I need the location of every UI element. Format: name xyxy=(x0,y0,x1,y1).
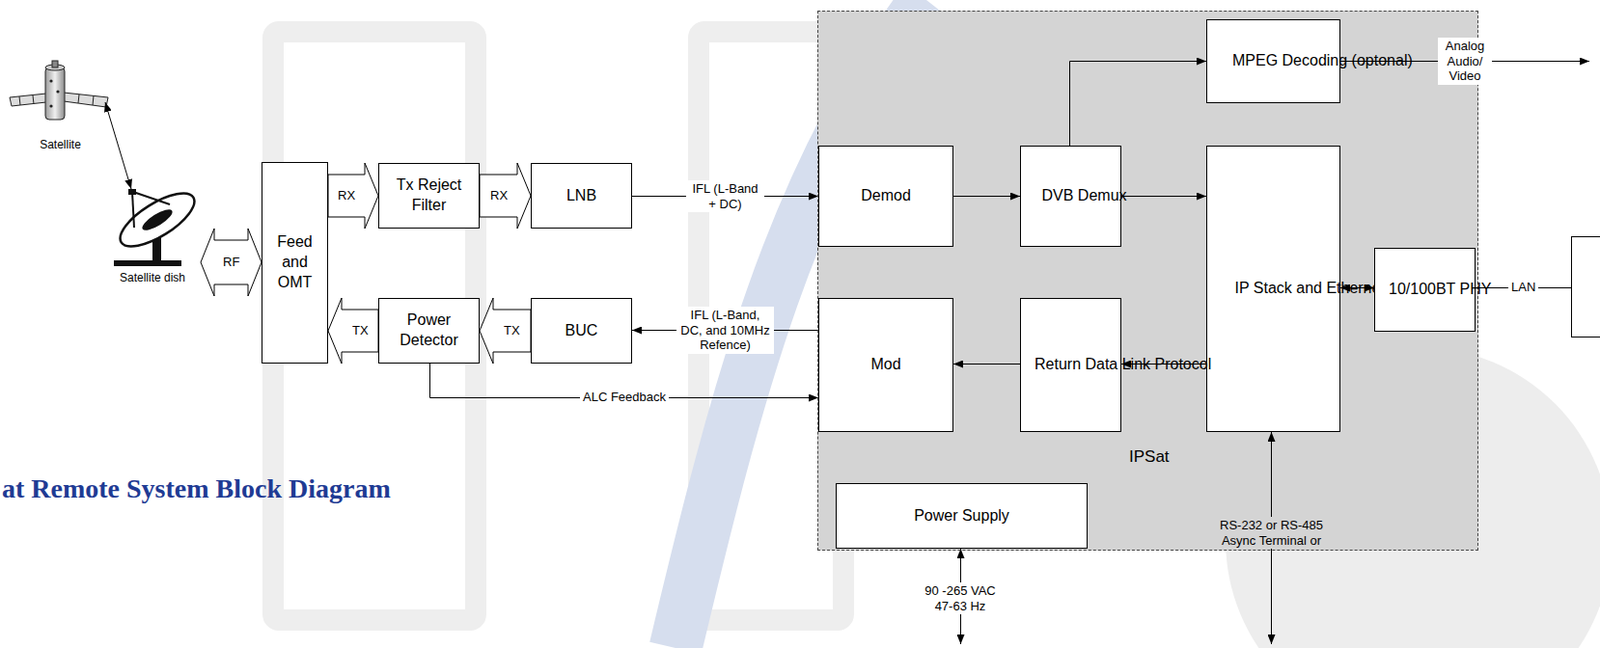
box-label: Return Data Link Protocol xyxy=(1034,355,1107,376)
process-box: LNB xyxy=(530,163,633,229)
connector xyxy=(953,363,1021,365)
box-label: Tx Reject Filter xyxy=(390,175,469,217)
illustration-node: Satellite dish xyxy=(104,185,201,286)
panel-rib xyxy=(92,95,94,106)
process-box: Power Detector xyxy=(378,298,480,364)
satellite-dot xyxy=(49,79,53,83)
block-arrow xyxy=(328,163,379,229)
icon-caption: Satellite dish xyxy=(119,272,186,286)
edge-label: RX xyxy=(487,187,511,205)
process-box: Return Data Link Protocol xyxy=(1020,298,1122,433)
external-wires xyxy=(961,61,1600,646)
connector xyxy=(105,102,132,190)
satellite-illustration xyxy=(9,60,109,120)
connector xyxy=(1070,61,1208,147)
process-box: IP Stack and Ethernet Controller xyxy=(1206,145,1341,433)
edge-label: TX xyxy=(349,322,372,340)
process-box: Power Supply xyxy=(835,483,1088,550)
icon-caption: Satellite xyxy=(39,138,82,153)
box-label: MPEG Decoding (optonal) xyxy=(1232,51,1315,72)
satellite-dot xyxy=(55,89,59,93)
signal-label: 90 -265 VAC 47-63 Hz xyxy=(918,582,1002,615)
edge-label: TX xyxy=(500,322,524,340)
box-label: BUC xyxy=(565,321,599,342)
block-arrow xyxy=(328,298,379,364)
process-box: Mod xyxy=(818,298,954,433)
block-arrow xyxy=(200,228,262,297)
feed-arm xyxy=(133,192,170,205)
solar-panel xyxy=(9,93,47,107)
process-box: MPEG Decoding (optonal) xyxy=(1206,19,1341,104)
panel-rib xyxy=(19,96,21,106)
connector xyxy=(1121,363,1207,365)
satellite-antenna xyxy=(52,60,58,68)
satellite-dot xyxy=(49,104,53,108)
dish-center xyxy=(139,205,176,234)
process-box: 10/100BT PHY xyxy=(1374,248,1476,332)
connector xyxy=(953,195,1021,197)
feed-arm xyxy=(132,192,135,228)
box-label: IP Stack and Ethernet Controller xyxy=(1235,278,1313,300)
process-box: Tx Reject Filter xyxy=(378,163,480,229)
dish-feed xyxy=(128,189,137,195)
block-arrow xyxy=(479,298,531,364)
process-box: DVB Demux xyxy=(1020,145,1122,248)
edge-label: RX xyxy=(334,187,359,205)
dish-reflector xyxy=(112,183,203,256)
box-label: 10/100BT PHY xyxy=(1388,279,1462,301)
box-label: Power Supply xyxy=(913,506,1010,527)
process-box: BUC xyxy=(530,298,633,364)
illustration-node: Satellite xyxy=(9,59,111,153)
connector xyxy=(1121,195,1207,197)
process-box: Demod xyxy=(818,145,954,248)
box-label: Feed and OMT xyxy=(273,232,318,293)
edge-label: ALC Feedback xyxy=(579,388,669,407)
box-label: Mod xyxy=(870,355,901,376)
dish-base xyxy=(113,260,182,267)
signal-label: Analog Audio/ Video xyxy=(1437,37,1492,85)
panel-rib xyxy=(32,95,34,105)
box-label: Power Detector xyxy=(390,310,469,352)
signal-label: LAN xyxy=(1508,278,1539,297)
panel-rib xyxy=(78,94,80,104)
system-region: IPSat MPEG Decoding (optonal) Demod DVB Dem… xyxy=(817,10,1479,552)
satellite-body xyxy=(45,67,65,120)
watermark xyxy=(273,0,1600,648)
edge-label: IFL (L-Band + DC) xyxy=(686,180,765,213)
box-label: LNB xyxy=(566,186,597,207)
diagram-title: at Remote System Block Diagram xyxy=(1,473,391,505)
block-arrow xyxy=(479,163,531,229)
edge-label: IFL (L-Band, DC, and 10MHz Refence) xyxy=(676,306,774,355)
process-box: Feed and OMT xyxy=(261,162,329,364)
signal-label: RS-232 or RS-485 Async Terminal or xyxy=(1213,517,1330,550)
dish-illustration xyxy=(112,183,203,267)
edge-label: RF xyxy=(220,253,243,272)
region-label: IPSat xyxy=(1129,446,1170,469)
box-label: Demod xyxy=(860,186,911,207)
solar-panel xyxy=(63,92,109,108)
connector xyxy=(1340,287,1375,289)
box-label: DVB Demux xyxy=(1042,186,1101,207)
partial-box xyxy=(1572,237,1600,338)
region-fill xyxy=(817,10,1479,552)
